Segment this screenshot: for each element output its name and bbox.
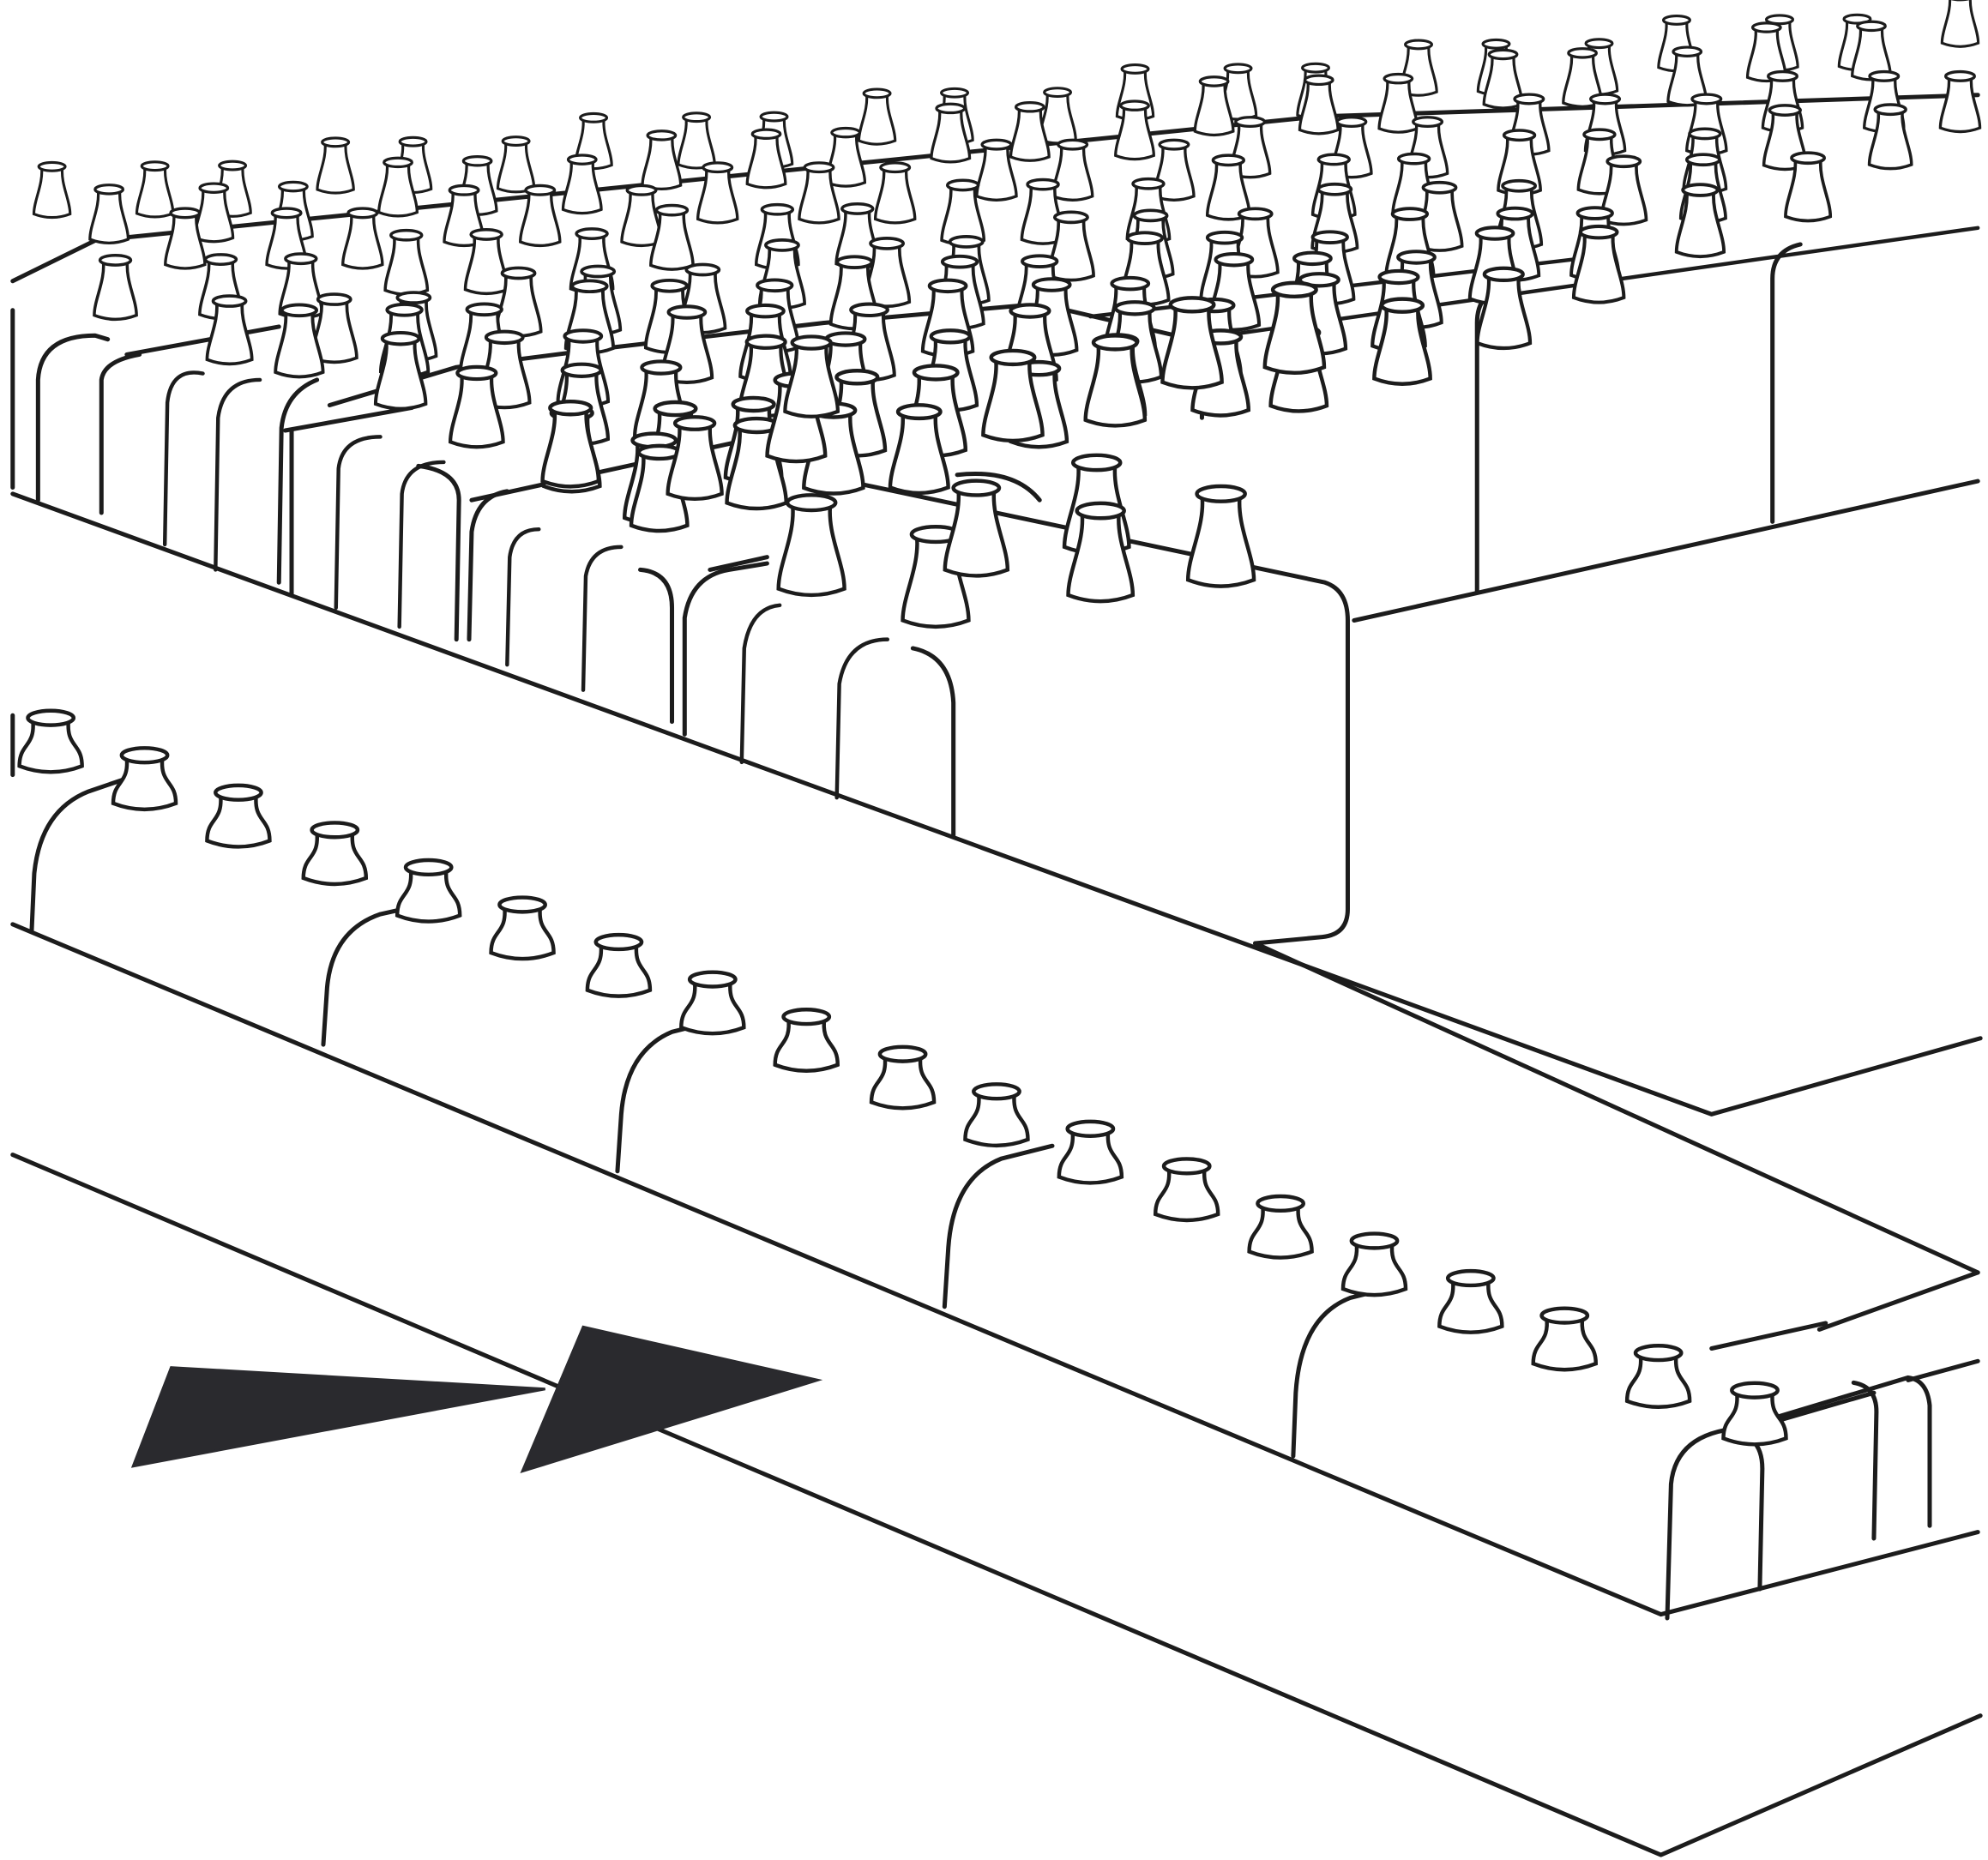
lower-conveyor xyxy=(13,715,1980,1855)
bottle-icon xyxy=(858,89,895,144)
bottle-icon xyxy=(90,185,129,244)
bottle-icon xyxy=(397,860,460,922)
bottle-icon xyxy=(207,786,269,847)
bottle-icon xyxy=(945,481,1008,576)
bottle-icon xyxy=(113,748,176,810)
bottle-icon xyxy=(304,822,366,884)
bottle-icon xyxy=(876,163,915,223)
bottle-icon xyxy=(1155,1159,1218,1220)
direction-arrow-icon xyxy=(133,1368,545,1466)
direction-arrows xyxy=(133,1327,817,1471)
bottle-icon xyxy=(587,935,650,996)
bottle-icon xyxy=(317,138,353,193)
bottle-icon xyxy=(779,495,845,595)
bottle-icon xyxy=(1343,1234,1406,1296)
bottle-icon xyxy=(385,231,427,295)
bottle-icon xyxy=(1250,1196,1312,1258)
bottle-icon xyxy=(871,1047,934,1109)
upper-conveyor xyxy=(13,494,1980,1273)
bottle-icon xyxy=(497,137,533,192)
bottle-icon xyxy=(1627,1345,1690,1407)
bottle-icon xyxy=(965,1084,1027,1146)
direction-arrow-icon xyxy=(522,1327,817,1471)
bottle-icon xyxy=(1723,1383,1786,1445)
bottle-icon xyxy=(1053,140,1093,200)
bottle-icon xyxy=(1533,1309,1596,1370)
bottle-icon xyxy=(775,1009,838,1071)
bottle-icon xyxy=(1940,72,1979,132)
bottle-icon xyxy=(491,898,554,960)
bottle-icon xyxy=(33,162,69,217)
bottle-icon xyxy=(343,208,383,268)
bottle-icon xyxy=(698,163,738,223)
bottle-icon xyxy=(136,162,172,217)
bottle-icon xyxy=(20,711,82,773)
bottle-icon xyxy=(642,131,681,190)
bottle-icon xyxy=(94,256,136,320)
bottle-icon xyxy=(678,113,714,168)
bottle-icon xyxy=(1188,486,1254,587)
bottle-icon xyxy=(1942,0,1978,46)
bottle-icon xyxy=(1059,1122,1122,1183)
bottle-icon xyxy=(1011,103,1050,161)
bottle-icon xyxy=(681,972,744,1034)
bottle-icon xyxy=(1439,1271,1502,1333)
bottle-icon xyxy=(651,205,693,269)
